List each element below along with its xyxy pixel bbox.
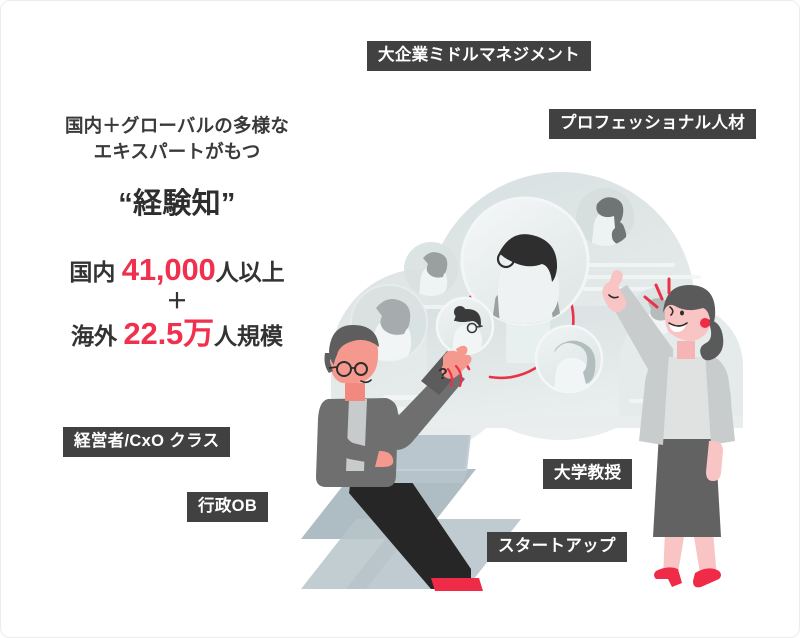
tag-professional-talent: プロフェッショナル人材 (549, 109, 757, 139)
document-card-icon (506, 307, 550, 363)
tag-middle-management: 大企業ミドルマネジメント (367, 41, 591, 71)
stat-overseas-number: 22.5万 (123, 316, 214, 352)
stat-overseas: 海外 22.5万人規模 (27, 316, 327, 353)
avatar-bubble-linked-left (435, 296, 495, 356)
tap-motion-lines-left (446, 364, 463, 388)
avatar-bubble-top-right (576, 188, 634, 246)
stat-domestic-prefix: 国内 (69, 258, 122, 285)
avatar-bubble-left-large (350, 284, 428, 362)
stat-overseas-prefix: 海外 (71, 323, 124, 350)
cloud-shape (331, 172, 743, 453)
statistics-block: 国内 41,000人以上 ＋ 海外 22.5万人規模 (27, 252, 327, 353)
stat-domestic: 国内 41,000人以上 (27, 252, 327, 289)
stat-domestic-number: 41,000 (121, 251, 216, 287)
question-mark-glyph: ? (438, 366, 448, 383)
svg-text:?: ? (438, 366, 448, 383)
copy-emphasis-text: “経験知” (118, 187, 236, 220)
cloud-text-lines (383, 263, 701, 412)
headline-copy-block: 国内＋グローバルの多様な エキスパートがもつ “経験知” 国内 41,000人以… (27, 113, 327, 353)
avatar-bubble-linked-right (534, 324, 604, 394)
stat-domestic-suffix: 人以上 (215, 258, 285, 285)
copy-lead-text: 国内＋グローバルの多様な エキスパートがもつ (64, 115, 290, 163)
red-connection-ring (457, 286, 575, 380)
stat-overseas-suffix: 人規模 (213, 323, 283, 350)
avatar-bubble-main (460, 196, 590, 326)
avatar-bubble-upper-left (404, 242, 458, 296)
stat-plus-sign: ＋ (166, 290, 188, 314)
tag-executive-cxo-class: 経営者/CxO クラス (63, 427, 231, 457)
excitement-marks (643, 277, 671, 309)
tag-startup: スタートアップ (487, 532, 627, 562)
avatar-bubble-right-small (631, 288, 679, 336)
tag-university-professor: 大学教授 (543, 459, 633, 489)
tag-government-ob: 行政OB (187, 492, 269, 522)
